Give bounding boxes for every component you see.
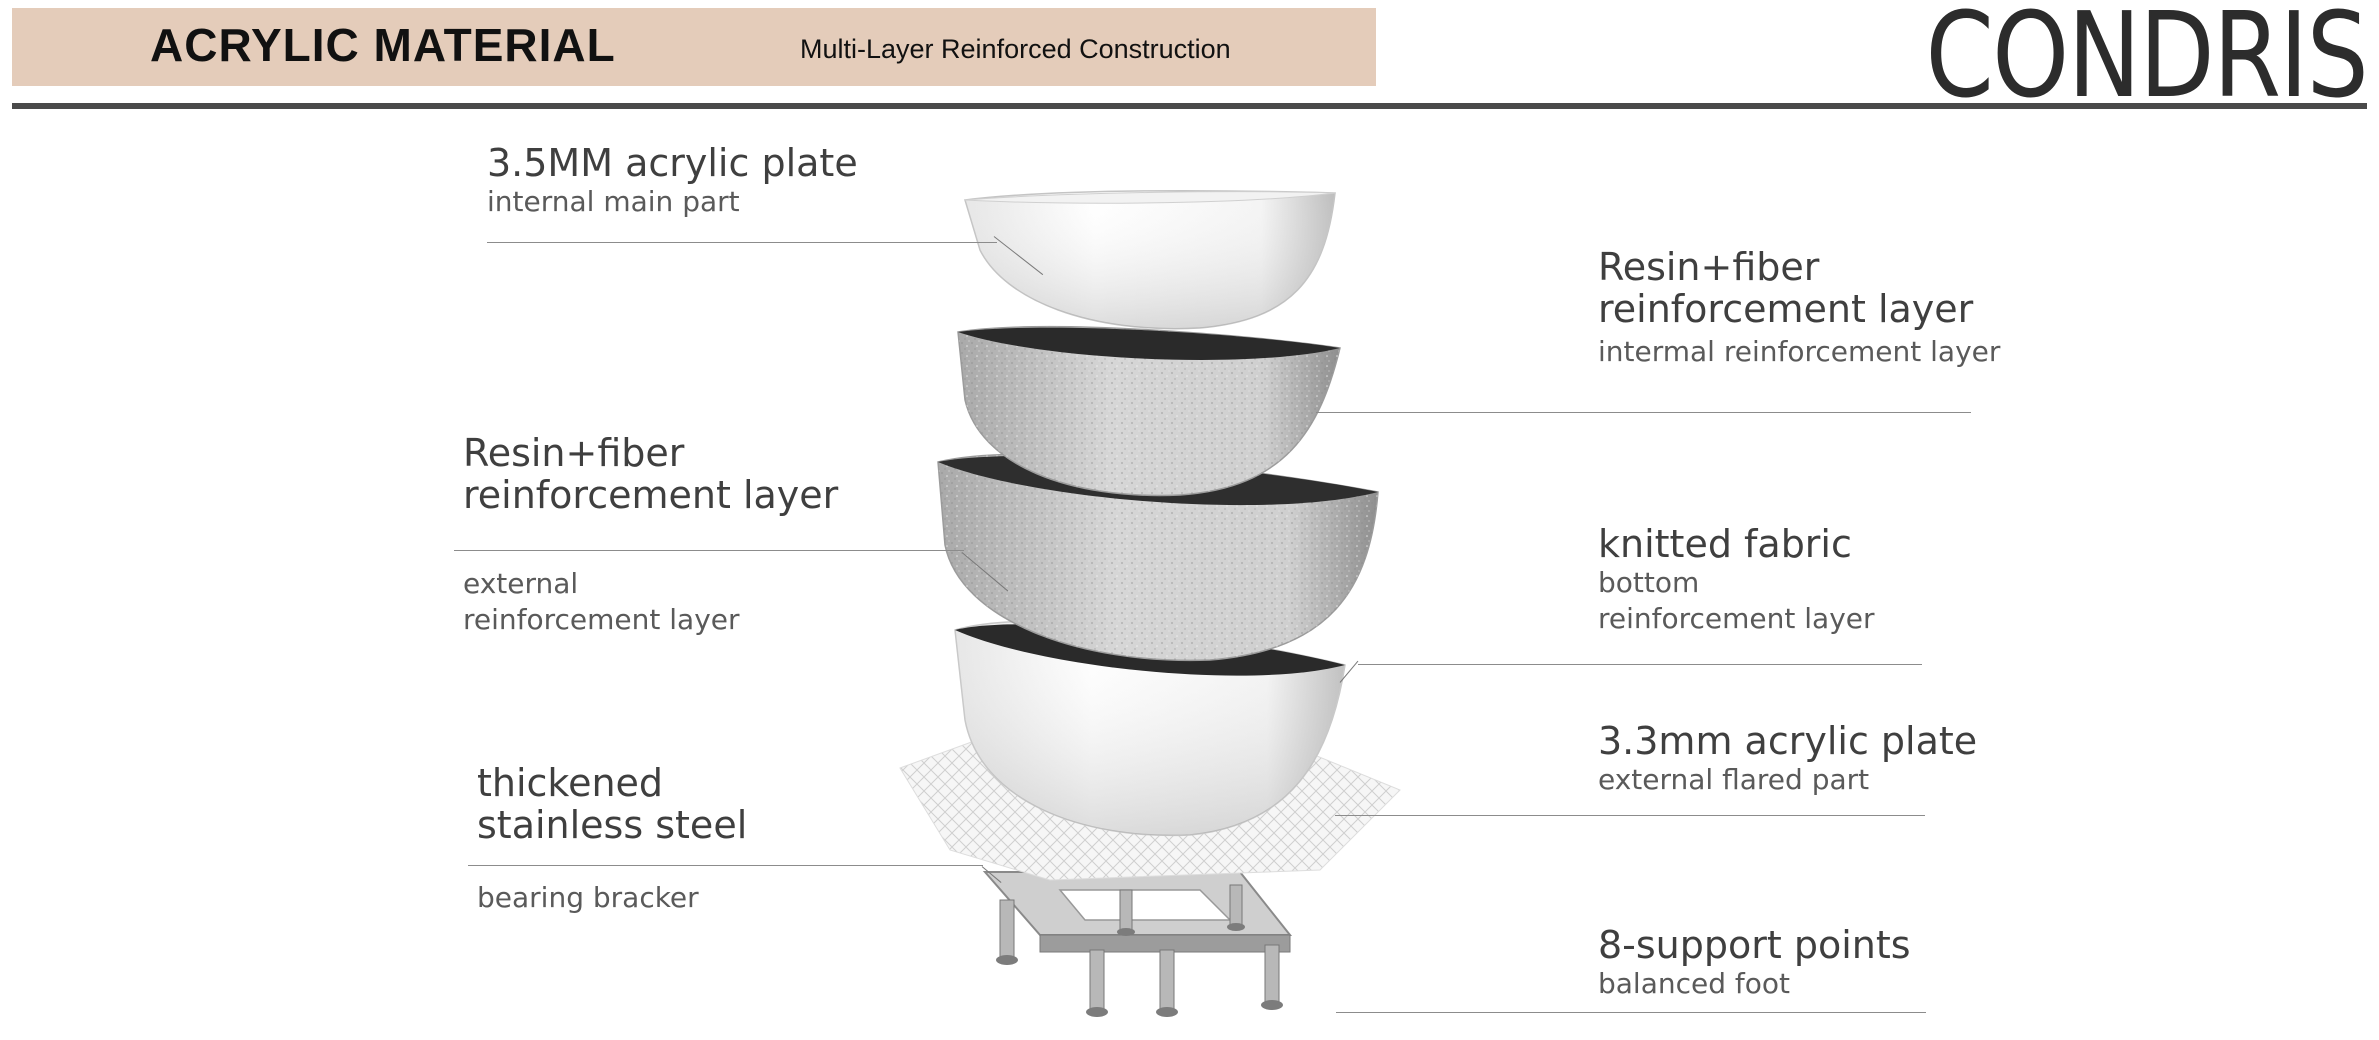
callout-detail-line2: reinforcement layer (463, 603, 740, 636)
callout-resin-external-detail: external reinforcement layer (463, 566, 740, 638)
callout-detail: intermal reinforcement layer (1598, 335, 2001, 368)
callout-detail: external flared part (1598, 763, 1870, 796)
resin-external-shell (937, 453, 1379, 662)
callout-title-line1: Resin+fiber (1598, 245, 1820, 289)
callout-title-line2: stainless steel (477, 803, 748, 847)
acrylic-inner-shell (964, 189, 1336, 330)
callout-rule-resin-external (454, 550, 964, 551)
callout-rule-steel-bracket (468, 865, 983, 866)
callout-rule-acrylic-inner (487, 242, 997, 243)
callout-detail: internal main part (487, 185, 740, 218)
callout-detail-line2: reinforcement layer (1598, 602, 1875, 635)
callout-acrylic-outer: 3.3mm acrylic plate external flared part (1598, 720, 1977, 798)
callout-acrylic-inner: 3.5MM acrylic plate internal main part (487, 142, 858, 220)
callout-rule-resin-internal (1316, 412, 1971, 413)
callout-support-points: 8-support points balanced foot (1598, 924, 1911, 1002)
callout-resin-external: Resin+fiber reinforcement layer (463, 432, 838, 516)
callout-rule-acrylic-outer (1335, 815, 1925, 816)
callout-knitted-fabric: knitted fabric bottom reinforcement laye… (1598, 523, 1875, 637)
callout-title-line1: Resin+fiber (463, 431, 685, 475)
callout-title: 8-support points (1598, 923, 1911, 967)
callout-title: 3.5MM acrylic plate (487, 141, 858, 185)
callout-detail-line1: external (463, 567, 579, 600)
page-title: ACRYLIC MATERIAL (150, 19, 616, 71)
page-subtitle: Multi-Layer Reinforced Construction (800, 34, 1231, 64)
steel-bearing-frame (982, 871, 1293, 1017)
callout-detail: bearing bracker (477, 881, 699, 914)
acrylic-outer-shell (954, 620, 1346, 837)
callout-title-line2: reinforcement layer (1598, 287, 1974, 331)
callout-title: knitted fabric (1598, 522, 1852, 566)
callout-rule-support-points (1336, 1012, 1926, 1013)
callout-title: 3.3mm acrylic plate (1598, 719, 1978, 763)
callout-detail-line1: bottom (1598, 566, 1700, 599)
header-band (12, 8, 1376, 86)
callout-rule-knitted-fabric (1358, 664, 1922, 665)
callout-detail: balanced foot (1598, 967, 1791, 1000)
resin-internal-shell (957, 326, 1341, 497)
callout-title-line1: thickened (477, 761, 664, 805)
callout-resin-internal: Resin+fiber reinforcement layer intermal… (1598, 246, 2000, 370)
header-divider (12, 103, 2367, 109)
callout-steel-bracket-detail: bearing bracker (477, 880, 699, 916)
brand-logo: CONDRIS (1925, 0, 2368, 124)
callout-steel-bracket: thickened stainless steel (477, 762, 747, 846)
callout-title-line2: reinforcement layer (463, 473, 839, 517)
